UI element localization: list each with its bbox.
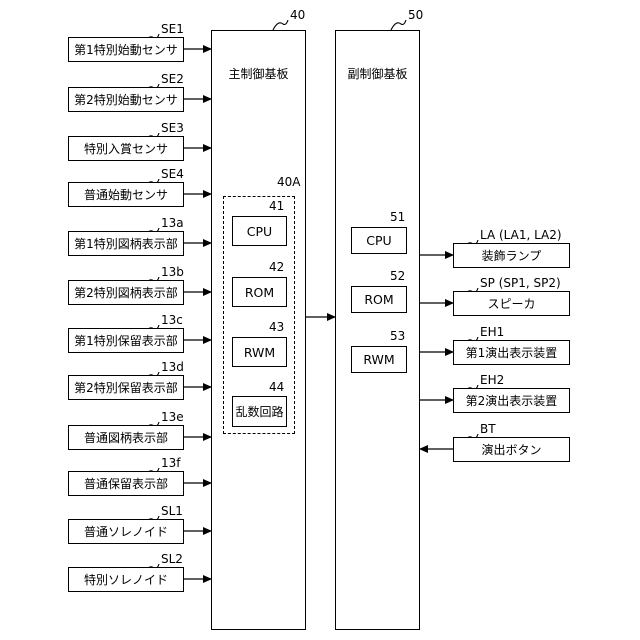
main-board-ref-leader	[273, 20, 288, 30]
input-13a-ref: 13a	[161, 216, 184, 230]
input-13d-box: 第2特別保留表示部	[68, 375, 184, 400]
output-bt-ref: BT	[480, 422, 496, 436]
main-rwm-box: RWM	[232, 337, 287, 367]
output-sp-box: スピーカ	[453, 291, 570, 316]
input-se4-ref: SE4	[161, 167, 184, 181]
main-rng-box: 乱数回路	[232, 396, 287, 427]
input-se3-ref: SE3	[161, 121, 184, 135]
output-eh2-ref: EH2	[480, 373, 504, 387]
input-13c-ref: 13c	[161, 313, 183, 327]
sub-rwm-box: RWM	[351, 346, 407, 373]
sub-board-ref: 50	[408, 8, 423, 22]
input-se4-box: 普通始動センサ	[68, 182, 184, 207]
main-board-title: 主制御基板	[212, 65, 305, 82]
main-cpu-group-ref: 40A	[277, 175, 300, 189]
sub-cpu-box: CPU	[351, 227, 407, 254]
input-13f-box: 普通保留表示部	[68, 471, 184, 496]
input-se3-box: 特別入賞センサ	[68, 136, 184, 161]
sub-board-ref-leader	[391, 20, 406, 30]
input-13d-ref: 13d	[161, 360, 184, 374]
input-sl2-ref: SL2	[161, 552, 183, 566]
input-se1-ref: SE1	[161, 22, 184, 36]
main-board-ref: 40	[290, 8, 305, 22]
sub-rom-box: ROM	[351, 286, 407, 313]
input-13c-box: 第1特別保留表示部	[68, 328, 184, 353]
output-la-box: 装飾ランプ	[453, 243, 570, 268]
main-cpu-box: CPU	[232, 216, 287, 246]
sub-cpu-ref: 51	[390, 210, 405, 224]
input-se1-box: 第1特別始動センサ	[68, 37, 184, 62]
input-sl1-ref: SL1	[161, 504, 183, 518]
sub-board-title: 副制御基板	[336, 65, 419, 82]
input-13b-box: 第2特別図柄表示部	[68, 280, 184, 305]
main-rom-ref: 42	[269, 260, 284, 274]
main-rom-box: ROM	[232, 277, 287, 307]
input-se2-box: 第2特別始動センサ	[68, 87, 184, 112]
input-13a-box: 第1特別図柄表示部	[68, 231, 184, 256]
main-rng-ref: 44	[269, 380, 284, 394]
sub-rwm-ref: 53	[390, 329, 405, 343]
sub-board: 副制御基板	[335, 30, 420, 630]
main-cpu-ref: 41	[269, 199, 284, 213]
output-bt-box: 演出ボタン	[453, 437, 570, 462]
input-sl1-box: 普通ソレノイド	[68, 519, 184, 544]
output-eh2-box: 第2演出表示装置	[453, 388, 570, 413]
input-sl2-box: 特別ソレノイド	[68, 567, 184, 592]
input-13e-ref: 13e	[161, 410, 184, 424]
output-la-ref: LA (LA1, LA2)	[480, 228, 562, 242]
input-13e-box: 普通図柄表示部	[68, 425, 184, 450]
output-eh1-ref: EH1	[480, 325, 504, 339]
output-eh1-box: 第1演出表示装置	[453, 340, 570, 365]
main-rwm-ref: 43	[269, 320, 284, 334]
input-13b-ref: 13b	[161, 265, 184, 279]
input-se2-ref: SE2	[161, 72, 184, 86]
output-sp-ref: SP (SP1, SP2)	[480, 276, 561, 290]
input-13f-ref: 13f	[161, 456, 181, 470]
sub-rom-ref: 52	[390, 269, 405, 283]
